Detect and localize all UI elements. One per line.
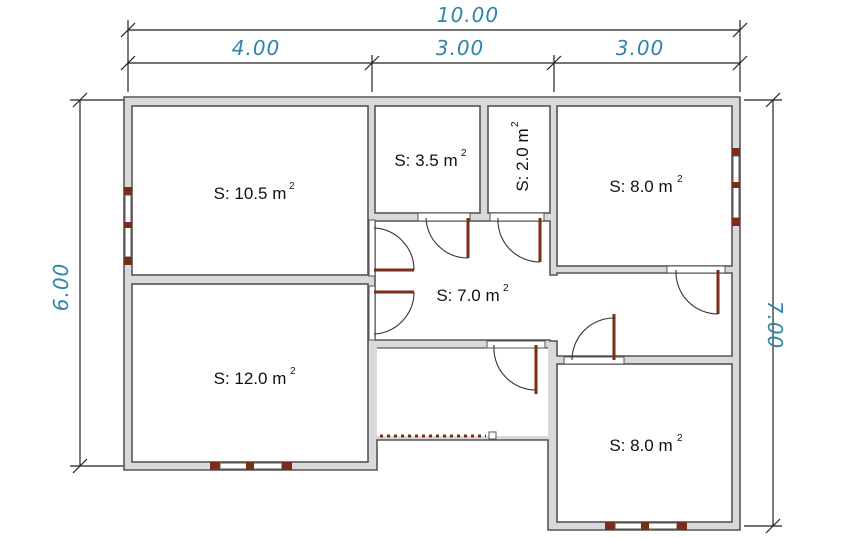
svg-text:2: 2 bbox=[677, 433, 683, 444]
door-porch bbox=[486, 340, 546, 394]
window-right bbox=[732, 148, 740, 226]
svg-text:2: 2 bbox=[289, 181, 295, 192]
room-narrow-top bbox=[487, 105, 551, 214]
room-label-bottom-left: S: 12.0 m 2 bbox=[214, 366, 296, 388]
dimension-right-label: 7.00 bbox=[763, 301, 787, 350]
room-small-top bbox=[374, 105, 481, 214]
svg-text:2: 2 bbox=[290, 366, 296, 377]
room-top-right bbox=[556, 105, 733, 267]
dimension-right bbox=[744, 92, 782, 534]
room-label-bottom-right: S: 8.0 m 2 bbox=[609, 433, 683, 455]
room-large-bottom-left bbox=[131, 283, 369, 463]
svg-text:S: 2.0 m: S: 2.0 m bbox=[513, 128, 532, 191]
svg-text:S: 3.5 m: S: 3.5 m bbox=[394, 151, 457, 170]
dimension-left-label: 6.00 bbox=[49, 263, 73, 312]
svg-text:S: 8.0 m: S: 8.0 m bbox=[609, 436, 672, 455]
window-bottom-right bbox=[605, 522, 687, 530]
room-label-top-right: S: 8.0 m 2 bbox=[609, 174, 683, 196]
porch-area bbox=[377, 348, 548, 436]
room-label-small-top: S: 3.5 m 2 bbox=[394, 148, 467, 170]
door-room-narrow-top bbox=[489, 212, 545, 263]
door-room-bottom-right bbox=[563, 314, 625, 365]
dimension-top-total-label: 10.00 bbox=[437, 3, 499, 27]
hallway bbox=[374, 220, 733, 357]
svg-text:S: 10.5 m: S: 10.5 m bbox=[214, 184, 287, 203]
room-label-narrow-top: S: 2.0 m 2 bbox=[510, 121, 532, 192]
door-room-top-left bbox=[368, 219, 415, 277]
dimension-top-total bbox=[120, 20, 748, 92]
svg-text:2: 2 bbox=[503, 283, 509, 294]
window-bottom-left bbox=[210, 462, 292, 470]
dimension-left bbox=[70, 92, 124, 474]
room-large-top-left bbox=[131, 105, 369, 276]
dimension-segment-1-label: 4.00 bbox=[232, 36, 281, 60]
svg-text:S: 12.0 m: S: 12.0 m bbox=[214, 369, 287, 388]
door-room-bottom-left bbox=[368, 285, 415, 341]
door-room-top-right bbox=[666, 265, 726, 315]
svg-text:2: 2 bbox=[677, 174, 683, 185]
svg-text:S: 7.0 m: S: 7.0 m bbox=[436, 286, 499, 305]
room-label-hallway: S: 7.0 m 2 bbox=[436, 283, 509, 305]
room-label-top-left: S: 10.5 m 2 bbox=[214, 181, 295, 203]
svg-text:2: 2 bbox=[510, 121, 521, 127]
dimension-segment-3-label: 3.00 bbox=[616, 36, 665, 60]
svg-text:2: 2 bbox=[461, 148, 467, 159]
door-room-small-top bbox=[417, 212, 471, 259]
svg-text:S: 8.0 m: S: 8.0 m bbox=[609, 177, 672, 196]
window-left bbox=[124, 187, 132, 265]
dimension-segment-2-label: 3.00 bbox=[436, 36, 485, 60]
dimension-top-segments bbox=[120, 55, 748, 92]
porch-post bbox=[488, 431, 497, 440]
